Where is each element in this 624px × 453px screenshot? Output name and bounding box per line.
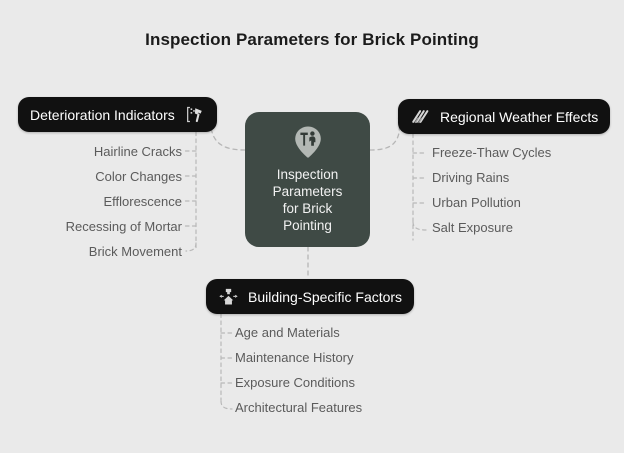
leaf-item[interactable]: Age and Materials xyxy=(235,325,340,340)
rain-lines-icon xyxy=(412,110,429,124)
center-node[interactable]: Inspection Parameters for Brick Pointing xyxy=(245,112,370,247)
center-label-line-3: for Brick xyxy=(282,201,333,216)
center-label-line-1: Inspection xyxy=(276,167,339,182)
branch-node-deterioration[interactable]: Deterioration Indicators xyxy=(18,97,217,132)
center-node-label: Inspection Parameters for Brick Pointing xyxy=(255,166,360,234)
leaf-item[interactable]: Efflorescence xyxy=(103,194,182,209)
leaf-item[interactable]: Hairline Cracks xyxy=(93,144,182,159)
leaf-item[interactable]: Driving Rains xyxy=(432,170,510,185)
leaf-item[interactable]: Salt Exposure xyxy=(432,220,513,235)
branch-label-building: Building-Specific Factors xyxy=(248,288,403,305)
page-title: Inspection Parameters for Brick Pointing xyxy=(145,30,479,49)
leaf-item[interactable]: Color Changes xyxy=(95,169,182,184)
map-pin-inspector-icon xyxy=(294,126,321,158)
branch-node-weather[interactable]: Regional Weather Effects xyxy=(398,99,611,134)
branch-node-building[interactable]: Building-Specific Factors xyxy=(206,279,415,314)
stub-building-3 xyxy=(220,400,233,410)
leaf-list-building: Age and Materials Maintenance History Ex… xyxy=(235,320,362,420)
center-label-line-2: Parameters xyxy=(272,184,343,199)
leaf-list-weather: Freeze-Thaw Cycles Driving Rains Urban P… xyxy=(432,140,551,240)
leaf-item[interactable]: Maintenance History xyxy=(235,350,354,365)
stub-weather-3 xyxy=(412,221,427,231)
stub-deterioration-4 xyxy=(185,242,197,252)
leaf-item[interactable]: Recessing of Mortar xyxy=(65,219,182,234)
house-arrows-icon xyxy=(219,288,238,305)
center-label-line-4: Pointing xyxy=(283,218,332,233)
leaf-item[interactable]: Architectural Features xyxy=(235,400,363,415)
leaf-item[interactable]: Brick Movement xyxy=(88,244,182,259)
wire-center-to-weather xyxy=(369,115,401,151)
leaf-list-deterioration: Hairline Cracks Color Changes Effloresce… xyxy=(0,139,182,264)
branch-label-weather: Regional Weather Effects xyxy=(440,108,599,125)
branch-label-deterioration: Deterioration Indicators xyxy=(30,106,175,123)
leaf-item[interactable]: Urban Pollution xyxy=(432,195,521,210)
leaf-item[interactable]: Exposure Conditions xyxy=(235,375,355,390)
hammer-chisel-icon xyxy=(186,106,202,123)
leaf-item[interactable]: Freeze-Thaw Cycles xyxy=(432,145,552,160)
